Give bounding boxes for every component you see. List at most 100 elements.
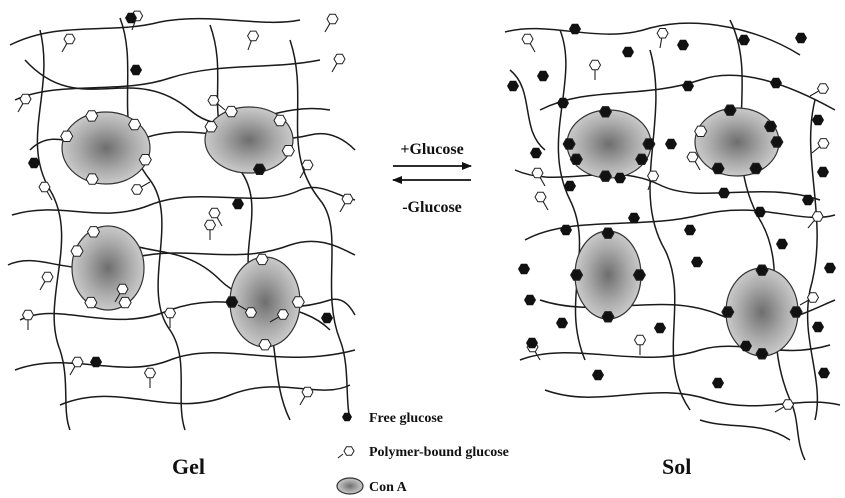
sol-free-glucose-2	[622, 47, 634, 57]
polymer-bound-glucose-icon	[687, 152, 698, 162]
sol-free-glucose-33	[818, 368, 830, 378]
gel-bound-glucose-6	[18, 94, 31, 112]
sol-panel: Sol	[505, 20, 840, 479]
sol-free-glucose-24	[776, 239, 788, 249]
glucose-tether	[340, 203, 345, 212]
polymer-bound-glucose-icon	[334, 54, 345, 64]
bound-site-free-glucose-icon	[722, 307, 734, 317]
gel-con-a-3	[71, 226, 144, 310]
polymer-bound-glucose-icon	[302, 387, 313, 397]
glucose-tether	[18, 103, 23, 112]
bound-site-polymer-glucose-icon	[129, 119, 141, 129]
polymer-bound-glucose-icon	[278, 310, 289, 320]
sol-con-a-4	[722, 265, 802, 359]
bound-site-polymer-glucose-icon	[85, 297, 97, 307]
sol-bound-glucose-10	[535, 192, 548, 210]
con-a-protein	[230, 257, 300, 347]
sol-label: Sol	[662, 454, 691, 479]
gel-free-glucose-5	[321, 313, 333, 323]
con-a-protein	[72, 226, 144, 310]
gel-bound-glucose-18	[70, 357, 83, 375]
glucose-tether	[217, 217, 222, 226]
bound-site-free-glucose-icon	[643, 139, 655, 149]
con-a-protein	[567, 110, 651, 178]
bound-site-free-glucose-icon	[756, 349, 768, 359]
bound-site-polymer-glucose-icon	[205, 122, 217, 132]
glucose-tether	[530, 43, 535, 52]
polymer-bound-glucose-icon	[818, 139, 829, 149]
polymer-bound-glucose-icon	[783, 400, 794, 410]
sol-free-glucose-26	[556, 318, 568, 328]
polymer-bound-glucose-icon	[342, 194, 353, 204]
sol-free-glucose-10	[530, 148, 542, 158]
gel-bound-glucose-7	[132, 182, 151, 194]
sol-free-glucose-7	[537, 71, 549, 81]
bound-site-free-glucose-icon	[254, 164, 266, 174]
gel-bound-glucose-1	[62, 34, 75, 52]
bound-site-free-glucose-icon	[756, 265, 768, 275]
polymer-bound-glucose-icon	[23, 310, 34, 320]
sol-con-a-2	[695, 105, 783, 176]
gel-bound-glucose-10	[205, 220, 216, 240]
glucose-tether	[695, 161, 700, 170]
sol-free-glucose-3	[677, 40, 689, 50]
glucose-tether	[808, 220, 814, 228]
bound-site-free-glucose-icon	[570, 154, 582, 164]
con-a-protein	[575, 231, 641, 319]
sol-free-glucose-34	[524, 295, 536, 305]
legend-item-con-a: Con A	[337, 478, 408, 495]
sol-free-glucose-6	[507, 81, 519, 91]
gel-bound-glucose-21	[340, 194, 353, 212]
gel-bound-glucose-3	[248, 31, 259, 50]
bound-site-free-glucose-icon	[563, 139, 575, 149]
gel-panel: Gel	[8, 11, 355, 479]
legend-label-polymer-bound-glucose: Polymer-bound glucose	[369, 445, 509, 460]
sol-free-glucose-29	[812, 322, 824, 332]
gel-con-a-2	[205, 106, 294, 174]
sol-free-glucose-21	[754, 207, 766, 217]
bound-site-polymer-glucose-icon	[225, 106, 237, 116]
gel-bound-glucose-20	[300, 387, 313, 405]
gel-free-glucose-2	[130, 65, 142, 75]
sol-bound-glucose-13	[635, 335, 646, 355]
bound-site-free-glucose-icon	[765, 121, 777, 131]
gel-con-a-4	[226, 254, 304, 350]
glucose-tether	[62, 43, 67, 52]
polymer-bound-glucose-icon	[145, 368, 156, 378]
bound-site-free-glucose-icon	[602, 228, 614, 238]
legend-item-free-glucose: Free glucose	[342, 411, 443, 426]
con-a-protein	[726, 268, 798, 356]
gel-free-glucose-4	[232, 199, 244, 209]
polymer-bound-glucose-icon	[532, 168, 543, 178]
glucose-tether	[812, 147, 820, 153]
bound-site-free-glucose-icon	[790, 307, 802, 317]
bound-site-free-glucose-icon	[771, 137, 783, 147]
polymer-bound-glucose-icon	[42, 272, 53, 282]
bound-site-free-glucose-icon	[600, 107, 612, 117]
polymer-bound-glucose-icon	[117, 284, 128, 294]
sol-free-glucose-14	[817, 167, 829, 177]
bound-site-polymer-glucose-icon	[88, 227, 100, 237]
bound-site-polymer-glucose-icon	[274, 115, 286, 125]
bound-site-free-glucose-icon	[571, 270, 583, 280]
free-glucose-icon	[342, 413, 352, 422]
bound-site-free-glucose-icon	[600, 171, 612, 181]
bound-site-free-glucose-icon	[633, 270, 645, 280]
polymer-bound-glucose-icon	[132, 185, 143, 195]
sol-bound-glucose-1	[522, 34, 535, 52]
glucose-tether	[325, 23, 330, 32]
polymer-bound-glucose-icon	[590, 60, 601, 70]
gel-con-a-group	[61, 106, 305, 350]
bound-site-free-glucose-icon	[636, 154, 648, 164]
legend-label-con-a: Con A	[369, 480, 408, 495]
polymer-bound-glucose-icon	[64, 34, 75, 44]
polymer-bound-glucose-icon	[165, 308, 176, 318]
bound-site-polymer-glucose-icon	[119, 297, 131, 307]
glucose-tether	[775, 407, 784, 412]
sol-bound-glucose-14	[775, 400, 794, 412]
bound-site-polymer-glucose-icon	[259, 340, 271, 350]
bound-site-polymer-glucose-icon	[86, 174, 98, 184]
plus-glucose-label: +Glucose	[400, 141, 463, 158]
gel-polymer-network	[8, 18, 355, 430]
polymer-bound-glucose-icon	[522, 34, 533, 44]
